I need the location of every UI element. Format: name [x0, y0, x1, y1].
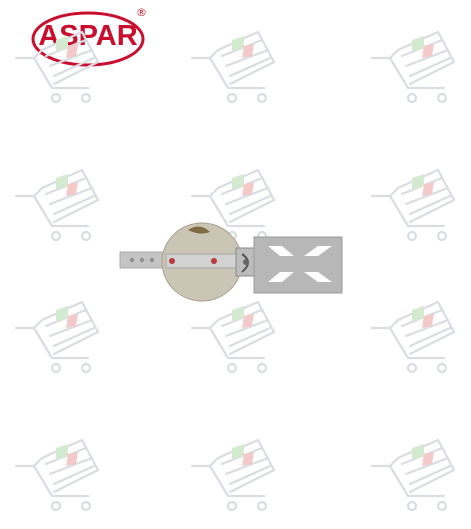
shopping-cart-icon — [188, 292, 280, 376]
shopping-cart-icon — [368, 160, 460, 244]
shopping-cart-icon — [368, 430, 460, 514]
shopping-cart-icon — [188, 22, 280, 106]
shopping-cart-icon — [12, 292, 104, 376]
brand-logo-oval — [31, 11, 145, 67]
shopping-cart-icon — [188, 160, 280, 244]
registered-mark: ® — [136, 6, 147, 19]
shopping-cart-icon — [368, 22, 460, 106]
shopping-cart-icon — [188, 430, 280, 514]
brand-logo-text: ASPAR — [38, 20, 138, 52]
shopping-cart-icon — [368, 292, 460, 376]
shopping-cart-icon — [12, 22, 104, 106]
shopping-cart-icon — [12, 160, 104, 244]
product-image — [118, 218, 348, 304]
shopping-cart-icon — [12, 430, 104, 514]
brand-logo: ASPAR ® — [30, 6, 154, 68]
